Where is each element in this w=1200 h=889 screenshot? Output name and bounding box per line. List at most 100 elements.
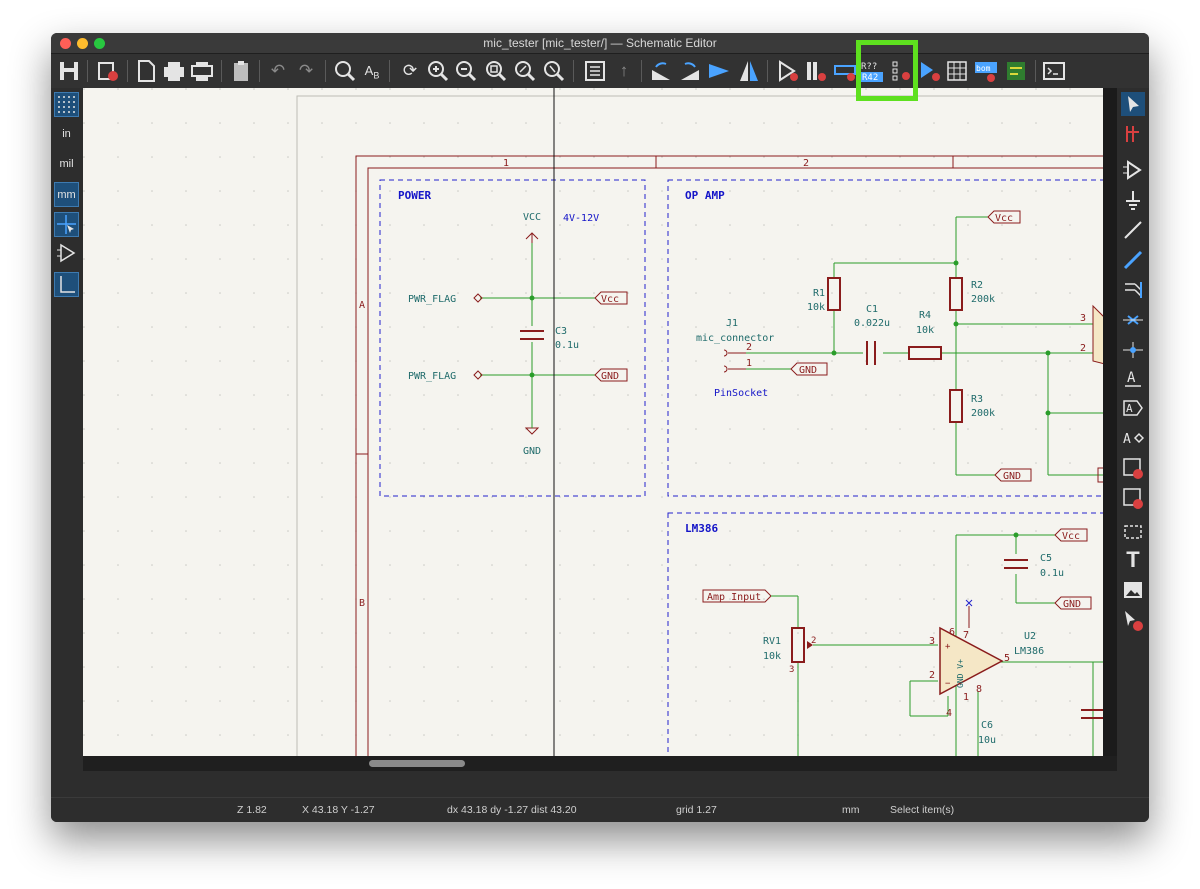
border-row-a: A <box>359 300 365 311</box>
minimize-window-button[interactable] <box>77 38 88 49</box>
units-mils-button[interactable]: mil <box>59 158 74 170</box>
rotate-ccw-icon[interactable] <box>648 58 674 84</box>
mirror-horizontal-icon[interactable] <box>736 58 762 84</box>
zoom-out-icon[interactable] <box>453 58 479 84</box>
zoom-fit-icon[interactable] <box>483 58 509 84</box>
u2-value: LM386 <box>1014 646 1044 657</box>
zoom-in-icon[interactable] <box>425 58 451 84</box>
zoom-objects-icon[interactable] <box>512 58 538 84</box>
add-label-icon[interactable]: A <box>1121 366 1145 390</box>
add-symbol-icon[interactable] <box>1121 158 1145 182</box>
add-global-label-icon[interactable]: A <box>1121 396 1145 420</box>
r3-ref: R3 <box>971 394 983 405</box>
page-settings-icon[interactable] <box>133 58 159 84</box>
erc-icon[interactable] <box>889 58 915 84</box>
annotate-highlight-box <box>856 40 918 101</box>
units-mm-button[interactable]: mm <box>54 182 79 207</box>
find-replace-icon[interactable]: AB <box>364 63 380 81</box>
svg-text:R42: R42 <box>862 73 878 83</box>
no-connect-icon[interactable] <box>1121 308 1145 332</box>
add-graphic-line-icon[interactable] <box>1121 520 1145 544</box>
highlight-net-icon[interactable] <box>1121 122 1145 146</box>
leave-sheet-icon[interactable]: ↑ <box>619 61 629 80</box>
add-text-icon[interactable]: T <box>1126 547 1140 572</box>
footprint-assignment-icon[interactable] <box>832 58 858 84</box>
right-toolbar: A A A T <box>1117 88 1149 799</box>
add-sheet-icon[interactable] <box>1121 456 1145 480</box>
pcb-editor-icon[interactable] <box>1003 58 1029 84</box>
status-bar: Z 1.82 X 43.18 Y -1.27 dx 43.18 dy -1.27… <box>51 797 1149 822</box>
add-image-icon[interactable] <box>1121 578 1145 602</box>
print-icon[interactable] <box>161 58 187 84</box>
bom-table-icon[interactable] <box>944 58 970 84</box>
paste-icon[interactable] <box>228 58 254 84</box>
grid-toggle-icon[interactable] <box>54 92 79 117</box>
delete-item-icon[interactable] <box>1121 608 1145 632</box>
c3-value: 0.1u <box>555 340 579 351</box>
horizontal-scrollbar[interactable] <box>83 756 1117 771</box>
bom-icon[interactable]: bom <box>973 58 999 84</box>
refresh-icon[interactable]: ⟳ <box>402 61 418 80</box>
opamp-block-title: OP AMP <box>685 189 725 202</box>
hierarchy-navigator-icon[interactable] <box>582 58 608 84</box>
rv1-value: 10k <box>763 651 781 662</box>
svg-text:R??: R?? <box>861 62 877 72</box>
schematic-setup-icon[interactable] <box>95 58 121 84</box>
cursor-crosshair-icon[interactable] <box>54 212 79 237</box>
window-title: mic_tester [mic_tester/] — Schematic Edi… <box>483 36 717 50</box>
svg-text:A: A <box>1123 432 1131 447</box>
horizontal-scroll-thumb[interactable] <box>369 760 465 767</box>
zoom-window-button[interactable] <box>94 38 105 49</box>
lm386-pin3: 3 <box>929 636 935 647</box>
lm386-pin5: 5 <box>1004 653 1010 664</box>
zoom-selection-icon[interactable] <box>541 58 567 84</box>
add-power-icon[interactable] <box>1121 188 1145 212</box>
pwr-flag-2: PWR_FLAG <box>408 371 456 382</box>
add-hierarchical-label-icon[interactable]: A <box>1121 426 1145 450</box>
j1-value: mic_connector <box>696 333 774 344</box>
annotate-icon[interactable]: R??R42 <box>859 58 885 84</box>
delta-readout: dx 43.18 dy -1.27 dist 43.20 <box>447 804 577 816</box>
undo-icon[interactable]: ↶ <box>270 61 286 80</box>
select-arrow-icon[interactable] <box>1121 92 1145 116</box>
lm386-pin1: 1 <box>963 692 969 703</box>
mirror-vertical-icon[interactable] <box>706 58 732 84</box>
symbol-library-icon[interactable] <box>803 58 829 84</box>
title-bar: mic_tester [mic_tester/] — Schematic Edi… <box>51 33 1149 54</box>
opamp-pin2: 2 <box>1080 343 1086 354</box>
r4-ref: R4 <box>919 310 931 321</box>
svg-text:A: A <box>1127 370 1136 386</box>
c1-value: 0.022u <box>854 318 890 329</box>
border-row-b: B <box>359 598 365 609</box>
pwr-flag-1: PWR_FLAG <box>408 294 456 305</box>
add-wire-icon[interactable] <box>1121 218 1145 242</box>
lm386-pin2: 2 <box>929 670 935 681</box>
vcc-symbol-label: VCC <box>523 212 541 223</box>
close-window-button[interactable] <box>60 38 71 49</box>
plot-icon[interactable] <box>189 58 215 84</box>
lm386-pin7: 7 <box>963 630 969 641</box>
rv1-ref: RV1 <box>763 636 781 647</box>
svg-text:−: − <box>945 679 951 689</box>
scripting-console-icon[interactable] <box>1041 58 1067 84</box>
mode-readout: Select item(s) <box>890 804 955 816</box>
redo-icon[interactable]: ↷ <box>298 61 314 80</box>
add-junction-icon[interactable] <box>1121 338 1145 362</box>
find-icon[interactable] <box>331 58 357 84</box>
gnd-symbol-label: GND <box>523 446 541 457</box>
symbol-editor-icon[interactable] <box>775 58 801 84</box>
schematic-canvas[interactable]: 1 2 A B POWER VCC 4V-12V C3 0.1u <box>83 88 1103 756</box>
units-inches-button[interactable]: in <box>62 128 71 140</box>
vertical-scrollbar[interactable] <box>1103 88 1117 771</box>
rotate-cw-icon[interactable] <box>677 58 703 84</box>
add-bus-icon[interactable] <box>1121 248 1145 272</box>
import-sheet-pin-icon[interactable] <box>1121 486 1145 510</box>
rv1-pin2: 2 <box>811 636 816 646</box>
netlist-icon[interactable] <box>917 58 943 84</box>
hidden-pins-icon[interactable] <box>54 242 79 267</box>
add-bus-entry-icon[interactable] <box>1121 278 1145 302</box>
gnd-port-lm386: GND <box>1063 599 1081 610</box>
c5-value: 0.1u <box>1040 568 1064 579</box>
save-icon[interactable] <box>56 58 82 84</box>
line-mode-icon[interactable] <box>54 272 79 297</box>
